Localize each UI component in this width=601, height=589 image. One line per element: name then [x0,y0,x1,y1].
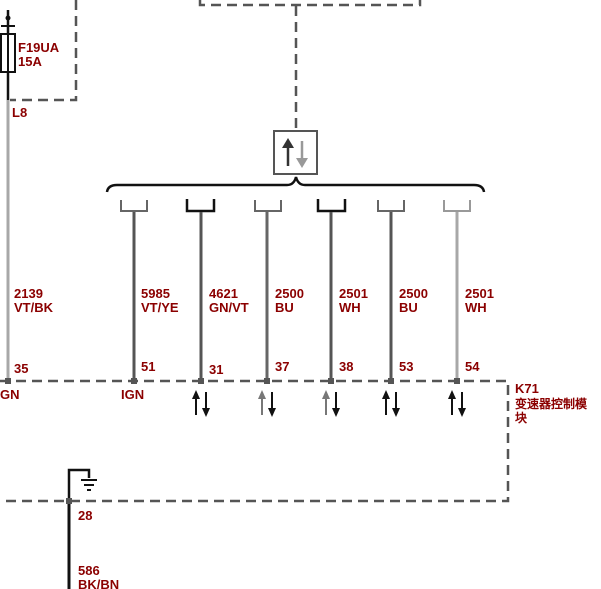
left-wire-color: VT/BK [14,300,54,315]
ign-label: IGN [121,387,144,402]
ground-circuit: 586 [78,563,100,578]
fuse-block-outline [10,0,78,102]
pin-number-4: 38 [339,359,353,374]
wire-color-3: BU [275,300,294,315]
wire-circuit-4: 2501 [339,286,368,301]
ground-pin: 28 [78,508,92,523]
pin-number-1: 51 [141,359,155,374]
fuse-name: F19UA [18,40,60,55]
connector-wires [132,212,459,380]
ground-color: BK/BN [78,577,119,589]
left-wire-pin-label: GN [0,387,20,402]
wire-color-5: BU [399,300,418,315]
upper-module-outline [198,0,422,7]
wire-circuit-3: 2500 [275,286,304,301]
module-name-cont: 块 [515,410,528,425]
bidirectional-arrows-icon [273,130,318,175]
ground-pin-node [66,498,72,504]
pin-number-3: 37 [275,359,289,374]
wire-circuit-6: 2501 [465,286,494,301]
bidirectional-arrows-icon [258,390,276,417]
pin-number-6: 54 [465,359,480,374]
connector-terminals [120,199,471,213]
pin-number-5: 53 [399,359,413,374]
wire-circuit-5: 2500 [399,286,428,301]
pin-number-2: 31 [209,362,223,377]
module-outline [0,379,510,503]
pin-nodes [5,378,460,384]
ground-icon [67,468,97,501]
wire-circuit-2: 4621 [209,286,238,301]
wire-color-4: WH [339,300,361,315]
left-wire-pin: 35 [14,361,28,376]
module-id: K71 [515,381,539,396]
wire-color-1: VT/YE [141,300,179,315]
bidirectional-arrows-icon [448,390,466,417]
bidirectional-arrows-icon [192,390,210,417]
left-wire-circuit: 2139 [14,286,43,301]
bidirectional-arrows-icon [322,390,340,417]
fuse-icon [0,10,16,100]
wire-color-2: GN/VT [209,300,249,315]
bus-brace [105,176,486,193]
wire-circuit-1: 5985 [141,286,170,301]
fuse-rating: 15A [18,54,42,69]
bidirectional-arrows-icon [382,390,400,417]
module-name: 变速器控制模 [515,396,588,411]
fuse-connector: L8 [12,105,27,120]
wire-color-6: WH [465,300,487,315]
